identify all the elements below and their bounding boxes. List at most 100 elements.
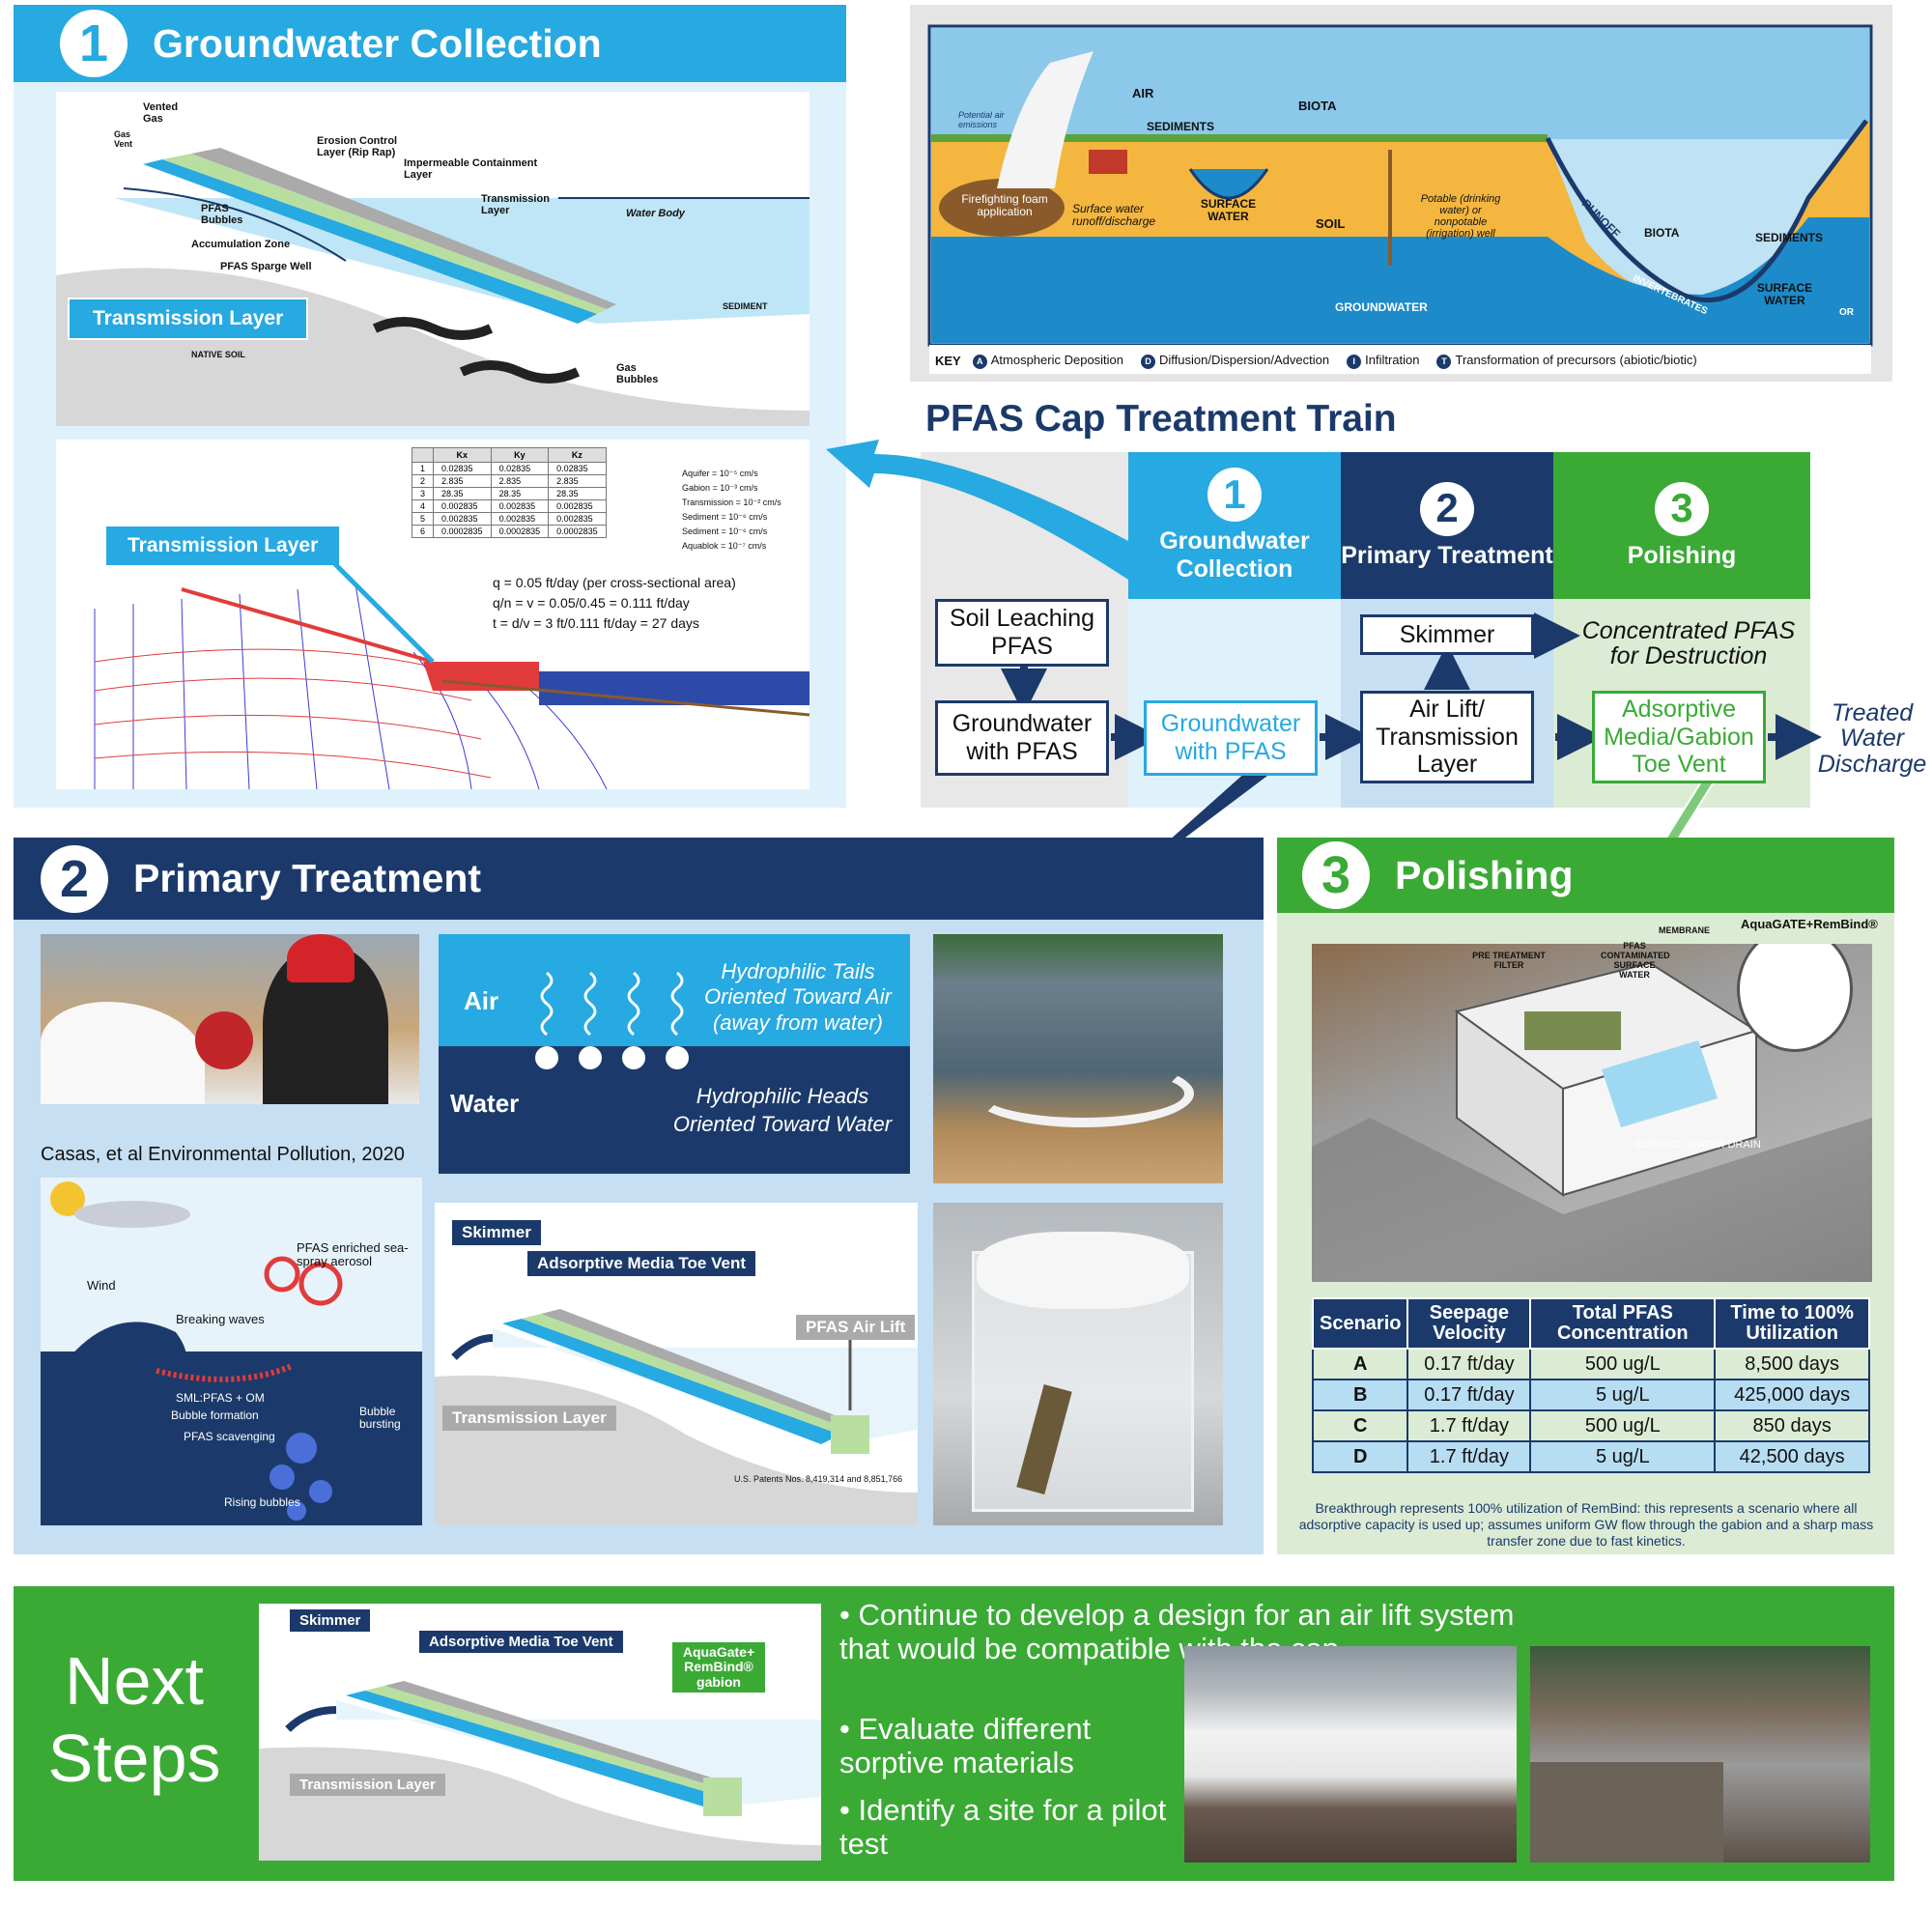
land-label-sediments: SEDIMENTS bbox=[1147, 120, 1215, 133]
scenario-cell: A bbox=[1311, 1348, 1409, 1380]
label-erosion: Erosion Control Layer (Rip Rap) bbox=[317, 135, 398, 159]
k-cell: 0.0002835 bbox=[548, 525, 607, 538]
cap-diagram-svg bbox=[435, 1309, 918, 1525]
gabion-install-photo bbox=[1530, 1646, 1870, 1863]
next-cap-svg bbox=[259, 1681, 821, 1861]
panel1-title: Groundwater Collection bbox=[153, 20, 602, 66]
k-note: Aquifer = 10⁻⁵ cm/s bbox=[682, 469, 758, 478]
panel3-number: 3 bbox=[1302, 841, 1370, 909]
foam-shoreline bbox=[972, 1060, 1194, 1127]
next-steps-title: Next Steps bbox=[47, 1643, 221, 1796]
groundwater-collection-panel: 1 Groundwater Collection Vented Gas Gas … bbox=[14, 5, 846, 808]
groundwater-pfas-box: Groundwater with PFAS bbox=[935, 700, 1109, 776]
k-cell: 2 bbox=[411, 474, 435, 488]
stage2-header: 2 Primary Treatment bbox=[1341, 452, 1553, 599]
panel3-title: Polishing bbox=[1395, 852, 1574, 897]
diagram-patents: U.S. Patents Nos. 8,419,314 and 8,851,76… bbox=[734, 1474, 903, 1484]
label-transmission: Transmission Layer bbox=[481, 193, 550, 217]
diagram-adsorptive-tag: Adsorptive Media Toe Vent bbox=[527, 1251, 756, 1276]
land-label-biota: BIOTA bbox=[1298, 99, 1337, 113]
cap-cross-section: Vented Gas Gas Vent Erosion Control Laye… bbox=[56, 92, 810, 426]
gabion-photo bbox=[1312, 944, 1872, 1282]
aerosol-rising: Rising bubbles bbox=[224, 1495, 300, 1509]
pfas-fate-landscape: AIR BIOTA SEDIMENTS Potential air emissi… bbox=[910, 5, 1892, 382]
scenario-header: Seepage Velocity bbox=[1406, 1297, 1532, 1350]
land-label-potable: Potable (drinking water) or nonpotable (… bbox=[1420, 193, 1501, 241]
polish-label-aquagate: AquaGATE+RemBind® bbox=[1741, 917, 1878, 931]
tails-text: Hydrophilic Tails Oriented Toward Air (a… bbox=[703, 959, 892, 1035]
scenario-cell: B bbox=[1311, 1379, 1409, 1411]
k-note: Aquablok = 10⁻⁷ cm/s bbox=[682, 541, 767, 551]
k-note: Gabion = 10⁻³ cm/s bbox=[682, 483, 758, 493]
scenario-cell: 1.7 ft/day bbox=[1406, 1440, 1532, 1473]
scenario-cell: 425,000 days bbox=[1714, 1379, 1870, 1411]
equation: q = 0.05 ft/day (per cross-sectional are… bbox=[493, 575, 736, 590]
scenario-cell: 1.7 ft/day bbox=[1406, 1409, 1532, 1442]
diagram-skimmer-tag: Skimmer bbox=[452, 1220, 541, 1245]
key-text: Infiltration bbox=[1365, 353, 1420, 367]
key-text: Transformation of precursors (abiotic/bi… bbox=[1455, 353, 1697, 367]
label-impermeable: Impermeable Containment Layer bbox=[404, 157, 538, 182]
breakthrough-note: Breakthrough represents 100% utilization… bbox=[1298, 1500, 1874, 1549]
key-letter-icon: A bbox=[972, 355, 987, 369]
skimmer-box: Skimmer bbox=[1360, 614, 1534, 655]
stage3-label: Polishing bbox=[1627, 541, 1737, 569]
next-aquagate-tag: AquaGate+ RemBind® gabion bbox=[672, 1642, 765, 1693]
stage1-label: Groundwater Collection bbox=[1159, 527, 1310, 583]
label-water-body: Water Body bbox=[626, 208, 685, 219]
train-title: PFAS Cap Treatment Train bbox=[925, 398, 1397, 440]
aerosol-sea-spray: PFAS enriched sea-spray aerosol bbox=[297, 1240, 409, 1269]
primary-treatment-panel: 2 Primary Treatment Casas, et al Environ… bbox=[14, 838, 1264, 1554]
stage2-label: Primary Treatment bbox=[1341, 541, 1553, 569]
adsorptive-media-box: Adsorptive Media/Gabion Toe Vent bbox=[1592, 691, 1766, 783]
transmission-layer-tag: Transmission Layer bbox=[68, 298, 309, 340]
land-label-biota2: BIOTA bbox=[1644, 226, 1680, 240]
next-bullet-3: • Identify a site for a pilot test bbox=[839, 1793, 1167, 1861]
key-letter-icon: D bbox=[1141, 355, 1156, 369]
land-label-or: OR bbox=[1839, 307, 1854, 318]
groundwater-model-svg bbox=[94, 544, 810, 789]
scenario-cell: 5 ug/L bbox=[1529, 1379, 1717, 1411]
install-water bbox=[1530, 1762, 1723, 1863]
label-accumulation: Accumulation Zone bbox=[191, 239, 291, 250]
polishing-panel: 3 Polishing AquaGATE+RemBind® MEMBRANE P… bbox=[1277, 838, 1894, 1554]
scenario-cell: 42,500 days bbox=[1714, 1440, 1870, 1473]
water-label: Water bbox=[450, 1089, 520, 1118]
k-header: Kz bbox=[548, 447, 607, 463]
label-gas-bubbles: Gas Bubbles bbox=[616, 362, 659, 386]
beaker-foam-photo bbox=[933, 1203, 1223, 1525]
aquagate-inset bbox=[1737, 944, 1853, 1052]
equation: q/n = v = 0.05/0.45 = 0.111 ft/day bbox=[493, 595, 690, 611]
next-transmission-tag: Transmission Layer bbox=[290, 1774, 445, 1796]
land-label-soil: SOIL bbox=[1316, 216, 1346, 231]
key-letter-icon: I bbox=[1347, 355, 1362, 369]
next-bullet-1-text: Continue to develop a design for an air … bbox=[839, 1598, 1515, 1665]
next-skimmer-tag: Skimmer bbox=[290, 1609, 371, 1632]
land-label-surface-water: SURFACE WATER bbox=[1200, 197, 1257, 224]
treated-water-text: Treated Water Discharge bbox=[1817, 699, 1927, 778]
next-bullet-1: • Continue to develop a design for an ai… bbox=[839, 1598, 1515, 1665]
key-text: Atmospheric Deposition bbox=[990, 353, 1124, 367]
stage2-number: 2 bbox=[1420, 481, 1474, 536]
land-label-sediments2: SEDIMENTS bbox=[1755, 231, 1824, 244]
key-title: KEY bbox=[935, 354, 961, 368]
air-label: Air bbox=[464, 986, 499, 1015]
polish-label-pretreat: PRE TREATMENT FILTER bbox=[1472, 951, 1546, 970]
k-note: Sediment = 10⁻⁶ cm/s bbox=[682, 526, 768, 536]
concentrated-pfas-text: Concentrated PFAS for Destruction bbox=[1581, 617, 1796, 670]
land-label-potential: Potential air emissions bbox=[958, 110, 1005, 129]
groundwater-pfas-cyan-box: Groundwater with PFAS bbox=[1144, 700, 1318, 776]
next-bullet-2-text: Evaluate different sorptive materials bbox=[839, 1712, 1092, 1779]
k-cell: 6 bbox=[411, 525, 435, 538]
surfactant-svg bbox=[535, 971, 689, 1069]
